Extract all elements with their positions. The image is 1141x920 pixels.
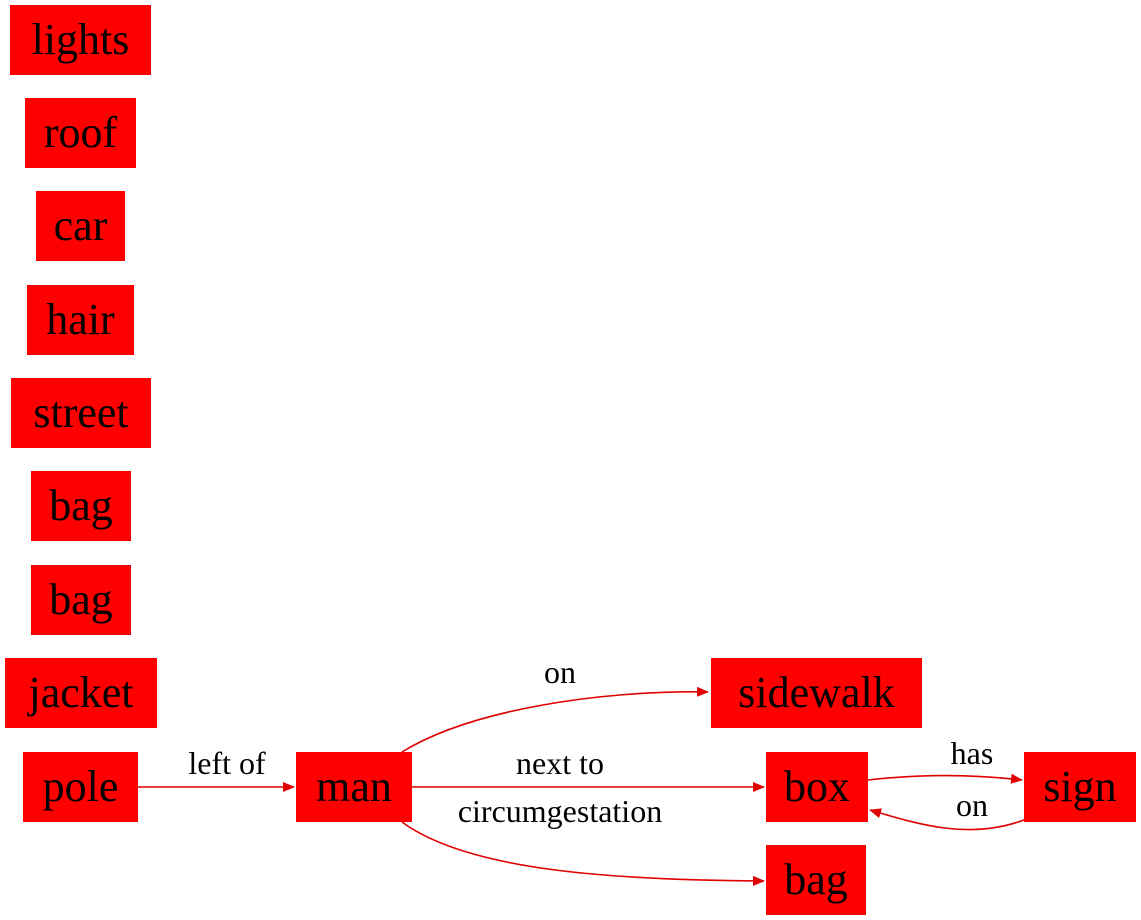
node-man: man <box>296 752 412 822</box>
edge-man-bag <box>401 821 765 886</box>
edge-label-has: has <box>950 735 994 771</box>
edge-label-on: on <box>956 787 988 823</box>
edge-label-left-of: left of <box>188 745 266 781</box>
edge-label-on: on <box>544 654 576 690</box>
edge-label-next-to: next to <box>516 745 604 781</box>
node-sign: sign <box>1024 752 1136 822</box>
node-box: box <box>766 752 868 822</box>
edge-label-circumgestation: circumgestation <box>457 793 663 829</box>
node-pole: pole <box>23 752 138 822</box>
edge-box-sign <box>867 773 1023 784</box>
node-street: street <box>11 378 151 448</box>
edge-sign-box <box>869 808 1025 831</box>
edge-man-sidewalk <box>401 686 709 753</box>
node-bag: bag <box>766 845 866 915</box>
node-bag: bag <box>31 471 131 541</box>
node-car: car <box>36 191 125 261</box>
node-bag: bag <box>31 565 131 635</box>
node-roof: roof <box>25 98 136 168</box>
node-sidewalk: sidewalk <box>711 658 922 728</box>
node-lights: lights <box>10 5 151 75</box>
node-jacket: jacket <box>5 658 157 728</box>
node-hair: hair <box>27 285 134 355</box>
